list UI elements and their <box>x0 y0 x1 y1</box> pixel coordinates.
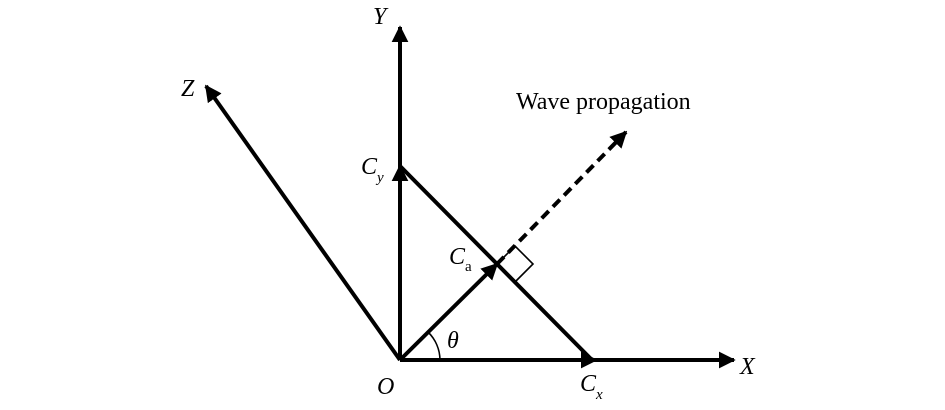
ca-label: Ca <box>449 244 472 275</box>
z-axis <box>204 84 402 362</box>
theta-arc <box>427 331 441 361</box>
z-axis-label: Z <box>181 76 195 102</box>
cy-label: Cy <box>361 154 384 186</box>
wave-propagation-arrow <box>495 130 628 266</box>
wave-propagation-label: Wave propagation <box>516 89 691 115</box>
y-axis-label: Y <box>373 4 389 30</box>
cx-label: Cx <box>580 371 603 403</box>
x-axis-label: X <box>739 354 756 380</box>
theta-label: θ <box>447 328 459 354</box>
ca-vector <box>398 262 499 362</box>
right-angle-marker <box>496 244 535 283</box>
origin-label: O <box>377 374 394 400</box>
